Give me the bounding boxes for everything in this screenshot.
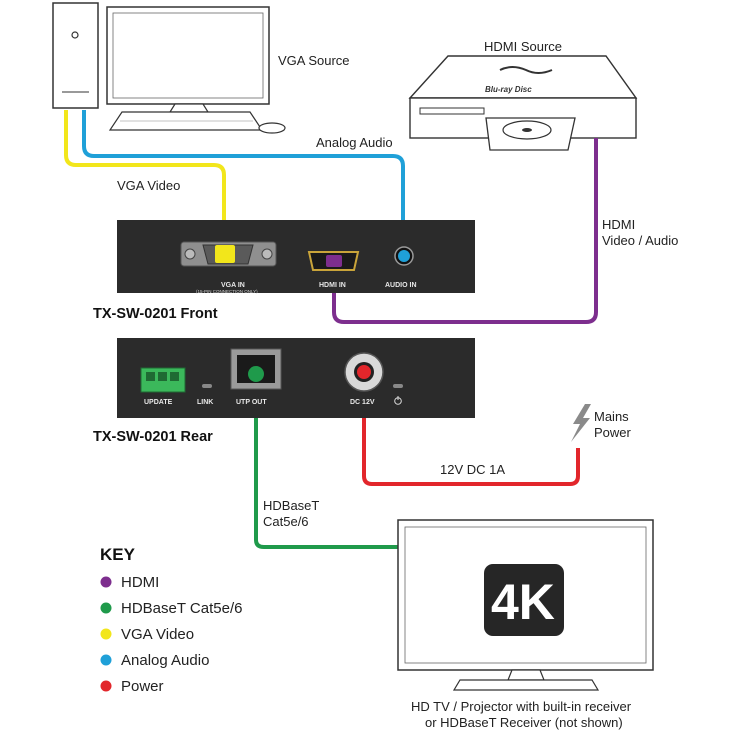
- 4k-badge-label: 4K: [491, 574, 555, 630]
- vga-in-port-label: VGA IN: [221, 282, 245, 289]
- key-color-dot: [100, 576, 112, 588]
- key-color-dot: [100, 628, 112, 640]
- mains-power-label-line1: Mains: [594, 409, 629, 424]
- vga-video-label: VGA Video: [117, 178, 180, 193]
- key-item: VGA Video: [100, 626, 194, 643]
- key-title: KEY: [100, 545, 136, 564]
- dc-plug: [357, 365, 371, 379]
- key-item-label: Power: [121, 678, 164, 695]
- key-item: HDBaseT Cat5e/6: [100, 600, 242, 617]
- hdmi-plug: [326, 255, 342, 267]
- front-unit-panel: VGA IN (15-PIN CONNECTION ONLY) HDMI IN …: [117, 220, 475, 294]
- analog-audio-cable: [82, 110, 405, 256]
- key-item-label: Analog Audio: [121, 652, 209, 669]
- hdmi-in-port-label: HDMI IN: [319, 282, 346, 289]
- bluray-player-icon: Blu-ray Disc: [408, 55, 638, 151]
- dc-power-label: 12V DC 1A: [440, 462, 505, 477]
- hdmi-cable: [332, 138, 598, 324]
- hdbaset-label-line1: HDBaseT: [263, 498, 319, 513]
- mains-power-label-line2: Power: [594, 425, 632, 440]
- power-cable: [362, 373, 580, 486]
- power-symbol-icon: [394, 396, 402, 405]
- vga-plug: [215, 245, 235, 263]
- vga-source-label: VGA Source: [278, 53, 350, 68]
- utp-plug: [248, 366, 264, 382]
- key-item-label: VGA Video: [121, 626, 194, 643]
- front-unit-title: TX-SW-0201 Front: [93, 306, 218, 322]
- hdmi-source-label: HDMI Source: [484, 39, 562, 54]
- hdmi-cable-label-line2: Video / Audio: [602, 233, 678, 248]
- hdmi-cable-label-line1: HDMI: [602, 217, 635, 232]
- key-item: HDMI: [100, 574, 159, 591]
- rear-unit-panel: UPDATE LINK UTP OUT DC 12V: [117, 338, 475, 418]
- hdbaset-label-line2: Cat5e/6: [263, 514, 309, 529]
- rear-unit-title: TX-SW-0201 Rear: [93, 429, 213, 445]
- display-label-line1: HD TV / Projector with built-in receiver: [411, 699, 632, 714]
- display-label-line2: or HDBaseT Receiver (not shown): [425, 715, 623, 730]
- monitor-icon: [106, 6, 286, 134]
- utp-out-port-label: UTP OUT: [236, 399, 267, 406]
- vga-video-cable: [64, 110, 226, 258]
- key-color-dot: [100, 680, 112, 692]
- key-color-dot: [100, 654, 112, 666]
- key-color-dot: [100, 602, 112, 614]
- dc-12v-port-label: DC 12V: [350, 399, 375, 406]
- audio-plug: [398, 250, 410, 262]
- key-item-label: HDBaseT Cat5e/6: [121, 600, 242, 617]
- key-item: Analog Audio: [100, 652, 209, 669]
- vga-in-port-sublabel: (15-PIN CONNECTION ONLY): [196, 289, 258, 294]
- update-port-label: UPDATE: [144, 399, 173, 406]
- hdbaset-cable: [254, 378, 402, 549]
- lightning-bolt-icon: [571, 404, 591, 442]
- link-led-label: LINK: [197, 399, 213, 406]
- bluray-brand-label: Blu-ray Disc: [485, 85, 532, 94]
- tv-display-icon: [397, 519, 654, 691]
- key-item-label: HDMI: [121, 574, 159, 591]
- key-item: Power: [100, 678, 164, 695]
- computer-tower-icon: [52, 2, 99, 109]
- analog-audio-label: Analog Audio: [316, 135, 393, 150]
- audio-in-port-label: AUDIO IN: [385, 282, 417, 289]
